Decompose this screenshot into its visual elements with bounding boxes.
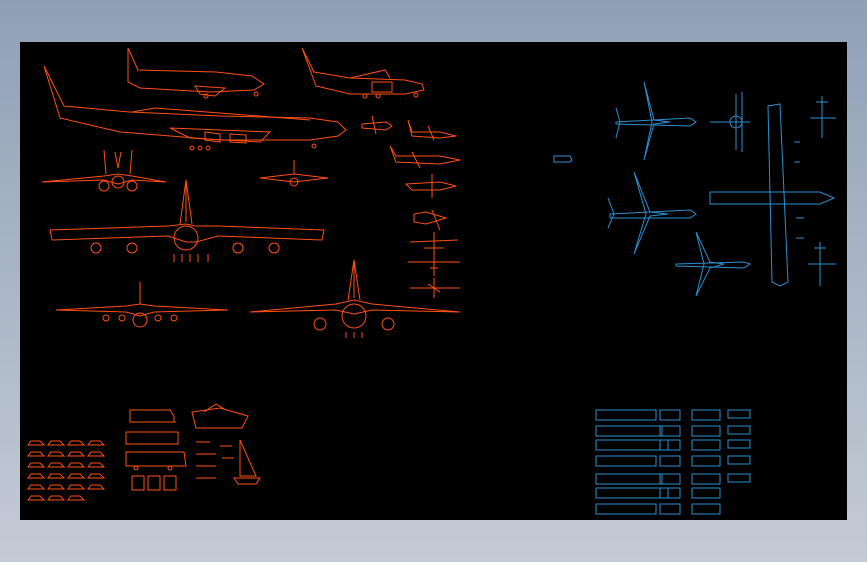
turboprop-plan-view-1 (710, 92, 750, 152)
car-symbol (27, 484, 46, 490)
car-symbol (27, 462, 46, 468)
vehicle-plan-symbol (659, 503, 681, 515)
bus-and-truck-views (125, 409, 187, 491)
vehicle-plan-symbol (691, 503, 721, 515)
boat-and-sailboat-views (191, 403, 261, 485)
car-symbol (27, 495, 46, 501)
vehicle-plan-symbol (727, 455, 751, 465)
vehicle-plan-symbol (659, 473, 681, 485)
car-symbol (87, 484, 106, 490)
vehicle-plan-symbol (727, 425, 751, 435)
car-symbol (87, 451, 106, 457)
car-symbol (47, 495, 66, 501)
car-side-views-grid (27, 440, 106, 501)
vehicle-plan-symbol (659, 487, 681, 499)
car-symbol (67, 495, 86, 501)
car-symbol (27, 440, 46, 446)
vehicle-plan-symbol (691, 487, 721, 499)
jumbo-jet-side-view (43, 65, 347, 151)
cad-drawing (27, 47, 836, 515)
car-symbol (47, 451, 66, 457)
small-fighter-front-view (259, 160, 329, 187)
car-symbol (87, 473, 106, 479)
vehicle-plan-symbol (727, 473, 751, 483)
vehicle-plan-symbol (595, 409, 657, 421)
car-symbol (67, 462, 86, 468)
airliner-plan-view-2 (607, 171, 697, 255)
airliner-front-view (249, 259, 461, 338)
vehicle-plan-symbol (691, 473, 721, 485)
car-symbol (27, 473, 46, 479)
cad-drawing-canvas (20, 42, 847, 520)
small-aircraft-column (361, 115, 461, 298)
vehicle-plan-symbol (659, 455, 681, 467)
car-symbol (87, 440, 106, 446)
vehicle-plan-views-grid (595, 409, 751, 515)
vehicle-plan-symbol (595, 473, 663, 485)
small-plane-plan-views (553, 96, 836, 286)
vehicle-plan-symbol (595, 439, 669, 451)
cargo-jet-side-view (127, 47, 265, 99)
airlifter-front-view (55, 282, 229, 328)
vehicle-plan-symbol (595, 425, 663, 437)
car-symbol (47, 484, 66, 490)
car-symbol (27, 451, 46, 457)
car-symbol (67, 484, 86, 490)
car-symbol (67, 473, 86, 479)
vehicle-plan-symbol (691, 439, 721, 451)
vehicle-plan-symbol (659, 409, 681, 421)
car-symbol (67, 440, 86, 446)
car-symbol (47, 440, 66, 446)
vehicle-plan-symbol (691, 409, 721, 421)
vehicle-plan-symbol (727, 439, 751, 449)
bizjet-plan-view (675, 231, 752, 297)
airliner-plan-view-1 (615, 81, 697, 161)
vehicle-plan-symbol (691, 425, 721, 437)
turboprop-transport-side-view (301, 47, 425, 99)
car-symbol (87, 462, 106, 468)
jumbo-jet-front-view (49, 179, 325, 262)
vehicle-plan-symbol (659, 425, 681, 437)
car-symbol (67, 451, 86, 457)
vehicle-plan-symbol (727, 409, 751, 419)
vehicle-plan-symbol (595, 487, 669, 499)
vehicle-plan-symbol (659, 439, 681, 451)
heavy-transport-plan-view (709, 103, 836, 287)
trijet-front-view (41, 149, 167, 192)
car-symbol (47, 473, 66, 479)
car-symbol (47, 462, 66, 468)
vehicle-plan-symbol (595, 455, 657, 467)
vehicle-plan-symbol (691, 455, 721, 467)
vehicle-plan-symbol (595, 503, 657, 515)
